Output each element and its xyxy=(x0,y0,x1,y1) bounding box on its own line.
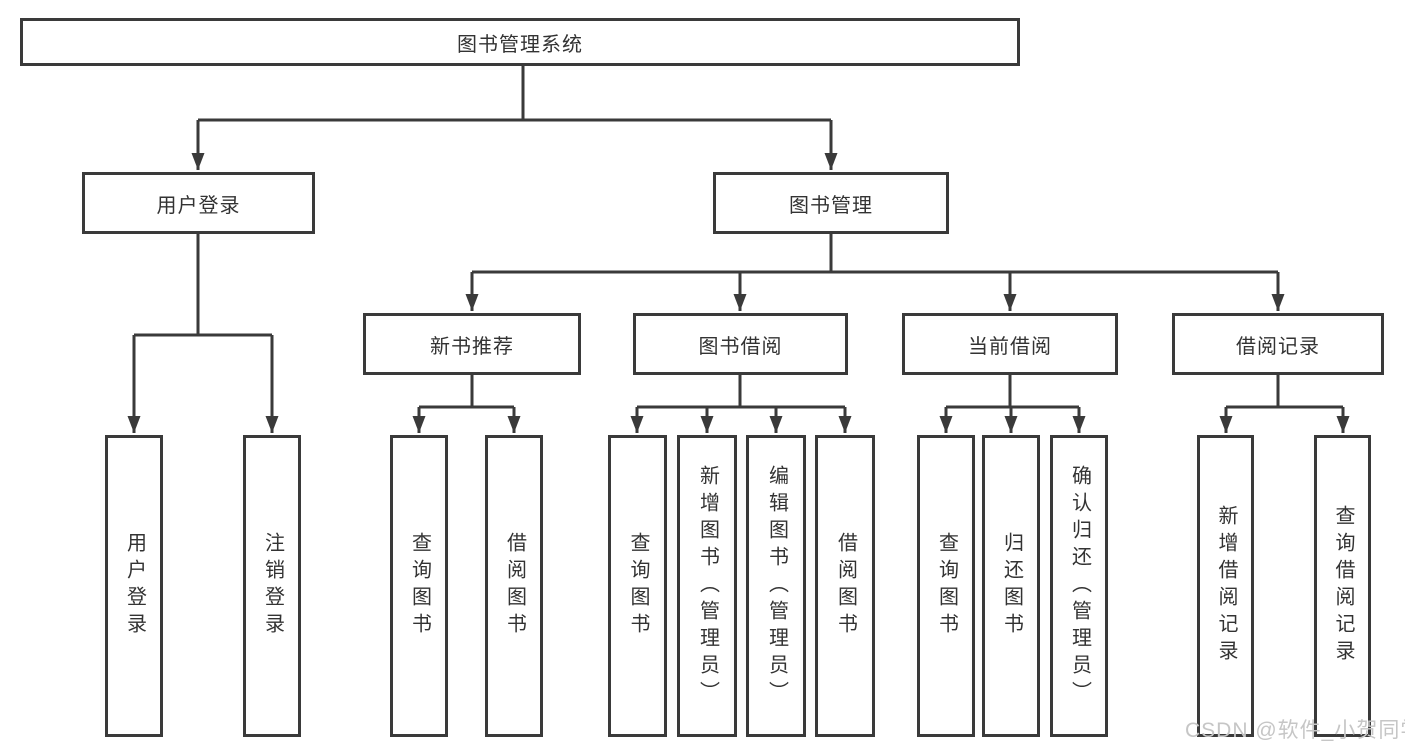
csdn-watermark: CSDN @软件_小贺同学 xyxy=(1185,719,1405,742)
node-leaf-query-books-recommend: 查询图书 xyxy=(390,435,448,737)
node-borrowing-records: 借阅记录 xyxy=(1172,313,1384,375)
node-book-management: 图书管理 xyxy=(713,172,949,234)
node-leaf-borrow-books-recommend: 借阅图书 xyxy=(485,435,543,737)
node-leaf-query-books-borrowing: 查询图书 xyxy=(608,435,667,737)
node-leaf-logout: 注销登录 xyxy=(243,435,301,737)
node-leaf-borrow-books: 借阅图书 xyxy=(815,435,875,737)
node-user-login: 用户登录 xyxy=(82,172,315,234)
node-leaf-edit-books-admin: 编辑图书（管理员） xyxy=(746,435,806,737)
node-leaf-confirm-return-admin: 确认归还（管理员） xyxy=(1050,435,1108,737)
node-current-borrowing: 当前借阅 xyxy=(902,313,1118,375)
node-book-borrowing: 图书借阅 xyxy=(633,313,848,375)
node-leaf-add-books-admin: 新增图书（管理员） xyxy=(677,435,737,737)
node-new-book-recommend: 新书推荐 xyxy=(363,313,581,375)
node-leaf-user-login: 用户登录 xyxy=(105,435,163,737)
node-leaf-query-borrow-record: 查询借阅记录 xyxy=(1314,435,1371,737)
node-leaf-query-books-current: 查询图书 xyxy=(917,435,975,737)
node-leaf-add-borrow-record: 新增借阅记录 xyxy=(1197,435,1254,737)
node-leaf-return-books: 归还图书 xyxy=(982,435,1040,737)
node-root-library-system: 图书管理系统 xyxy=(20,18,1020,66)
